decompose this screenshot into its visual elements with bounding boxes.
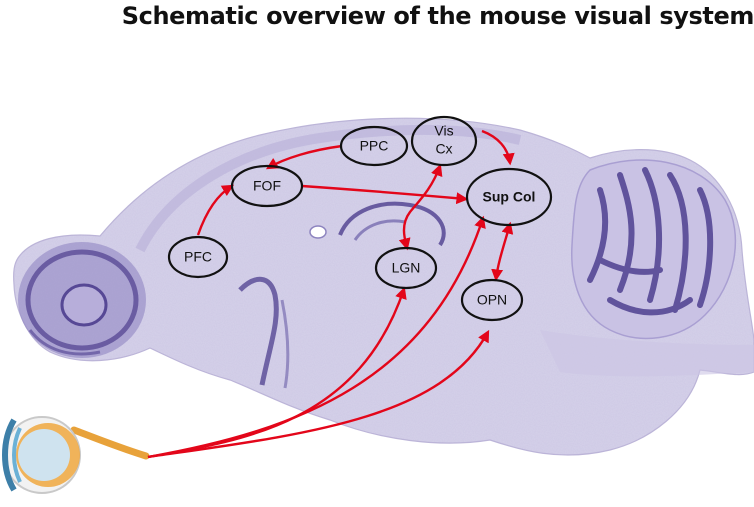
node-pfc: PFC <box>167 235 229 279</box>
node-sup-col-label: Sup Col <box>483 189 536 205</box>
node-pfc-label: PFC <box>184 249 212 265</box>
node-fof-label: FOF <box>253 178 281 194</box>
arrow-viscx-supcol <box>481 129 515 166</box>
node-ppc-label: PPC <box>360 138 389 154</box>
projection-arrows <box>147 129 515 459</box>
eye-icon <box>2 416 150 494</box>
arrow-pfc-fof <box>196 184 235 236</box>
cerebellum <box>571 159 737 340</box>
node-vis-cx: Vis Cx <box>410 115 478 167</box>
olfactory-bulb <box>18 242 146 358</box>
arrow-fof-supcol <box>301 184 469 205</box>
node-lgn: LGN <box>374 246 438 290</box>
arrow-supcol-opn <box>491 221 514 282</box>
node-vis-cx-label-line1: Vis <box>434 123 453 139</box>
node-opn-label: OPN <box>477 292 507 308</box>
node-sup-col: Sup Col <box>465 167 553 227</box>
node-fof: FOF <box>230 164 304 208</box>
arrow-eye-opn <box>147 329 490 459</box>
cortical-layer <box>135 124 522 253</box>
brainstem <box>540 330 754 377</box>
diagram-title: Schematic overview of the mouse visual s… <box>121 2 754 30</box>
node-vis-cx-label-line2: Cx <box>435 141 452 157</box>
node-lgn-label: LGN <box>392 260 421 276</box>
arrow-eye-supcol <box>147 215 486 459</box>
node-opn: OPN <box>460 278 524 322</box>
brain-section <box>13 117 754 456</box>
arrow-viscx-lgn <box>398 163 443 251</box>
lateral-ventricle <box>238 276 279 386</box>
node-ppc: PPC <box>339 125 409 167</box>
